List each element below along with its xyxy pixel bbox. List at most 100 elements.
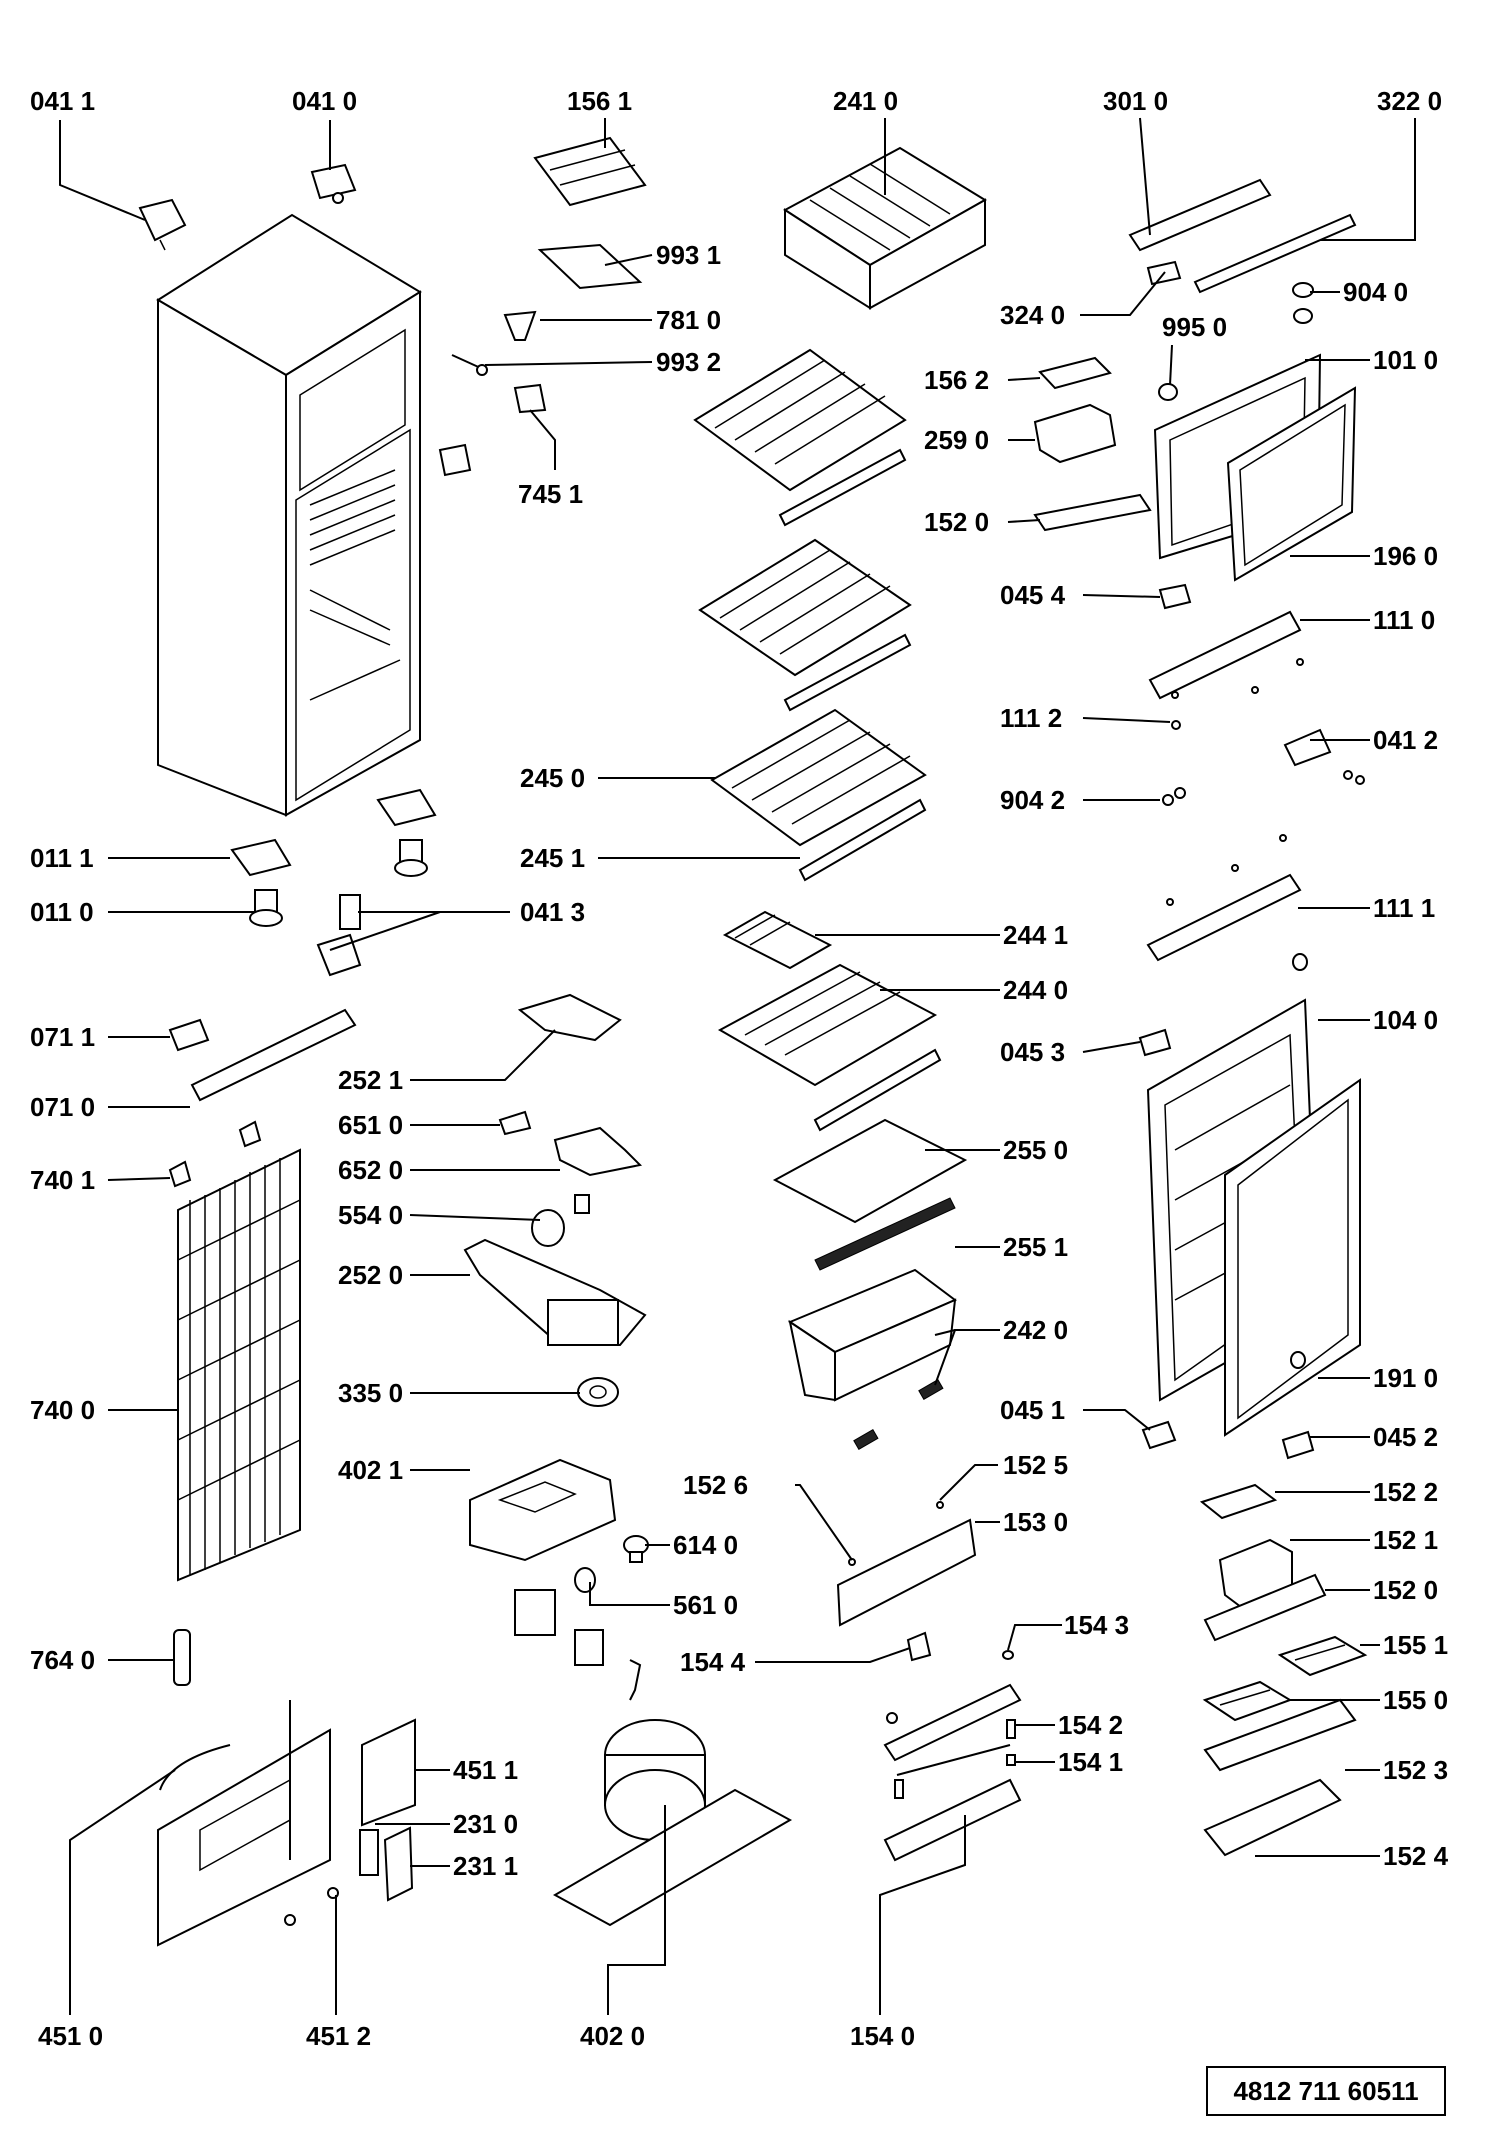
- label-7810: 781 0: [656, 305, 721, 335]
- wire-shelf-1: [693, 348, 907, 527]
- box-2590: [1033, 403, 1117, 464]
- label-0110: 011 0: [30, 897, 94, 927]
- leader-lines: [59, 117, 1416, 2015]
- bin-1524: [1203, 1778, 1342, 1857]
- label-1112: 111 2: [1000, 703, 1062, 733]
- label-4020: 402 0: [580, 2021, 645, 2051]
- trim-1111: [1146, 834, 1302, 962]
- lid-1522: [1199, 1483, 1278, 1520]
- shelf-rail-3010: [1128, 178, 1272, 252]
- label-3220: 322 0: [1377, 86, 1442, 116]
- label-6520: 652 0: [338, 1155, 403, 1185]
- screw-1910: [1290, 1351, 1306, 1369]
- label-1542: 154 2: [1058, 1710, 1123, 1740]
- part-0452: [1281, 1430, 1315, 1460]
- egg-tray-1550: [1202, 1680, 1293, 1722]
- filter-7640: [173, 1629, 191, 1686]
- crisper-drawer-2420: [787, 1268, 957, 1451]
- label-1525: 152 5: [1003, 1450, 1068, 1480]
- part-6140: [623, 1535, 649, 1563]
- label-6140: 614 0: [673, 1530, 738, 1560]
- label-1530: 153 0: [1003, 1507, 1068, 1537]
- label-2410: 241 0: [833, 86, 898, 116]
- label-9042: 904 2: [1000, 785, 1065, 815]
- foot-0110-right: [394, 839, 428, 877]
- label-1562: 156 2: [924, 365, 989, 395]
- label-1110: 111 0: [1373, 605, 1435, 635]
- label-2551: 255 1: [1003, 1232, 1068, 1262]
- label-0451: 045 1: [1000, 1395, 1065, 1425]
- label-1541: 154 1: [1058, 1747, 1123, 1777]
- label-1522: 152 2: [1373, 1477, 1438, 1507]
- part-5610: [574, 1567, 596, 1593]
- label-2590: 259 0: [924, 425, 989, 455]
- rail-1540-detail: [894, 1744, 1011, 1799]
- label-1561: 156 1: [567, 86, 632, 116]
- label-1543: 154 3: [1064, 1610, 1129, 1640]
- hinge-0454: [1158, 583, 1192, 610]
- label-9950: 995 0: [1162, 312, 1227, 342]
- label-1520a: 152 0: [924, 507, 989, 537]
- part-misc-cab: [438, 443, 472, 477]
- part-6510: [498, 1110, 532, 1136]
- part-7810: [503, 310, 537, 341]
- label-2450: 245 0: [520, 763, 585, 793]
- part-9931: [537, 243, 643, 290]
- label-2550: 255 0: [1003, 1135, 1068, 1165]
- screw-1111: [1292, 953, 1308, 971]
- clip-0711: [168, 1018, 210, 1052]
- label-5540: 554 0: [338, 1200, 403, 1230]
- label-4511: 451 1: [453, 1755, 518, 1785]
- part-2521: [517, 993, 622, 1042]
- wire-shelf-2: [698, 538, 912, 712]
- label-0453: 045 3: [1000, 1037, 1065, 1067]
- label-1910: 191 0: [1373, 1363, 1438, 1393]
- part-6520: [553, 1126, 643, 1177]
- label-1544: 154 4: [680, 1647, 746, 1677]
- plate-4511: [361, 1718, 416, 1827]
- label-6510: 651 0: [338, 1110, 403, 1140]
- label-7401: 740 1: [30, 1165, 95, 1195]
- label-3010: 301 0: [1103, 86, 1168, 116]
- label-2440: 244 0: [1003, 975, 1068, 1005]
- label-2520: 252 0: [338, 1260, 403, 1290]
- foot-0110: [249, 889, 283, 927]
- condenser-7400: [177, 1148, 301, 1582]
- lid-1562: [1038, 356, 1112, 390]
- screw-9042: [1162, 787, 1186, 806]
- cover-1530: [836, 1518, 977, 1627]
- door-bin-upper: [883, 1683, 1022, 1762]
- part-1112: [1171, 720, 1181, 730]
- freezer-door-1010: [1153, 353, 1357, 582]
- door-bar-1520-lower: [1203, 1573, 1327, 1642]
- label-2310: 231 0: [453, 1809, 518, 1839]
- part-4512: [284, 1887, 339, 1926]
- label-3350: 335 0: [338, 1378, 403, 1408]
- label-4021: 402 1: [338, 1455, 403, 1485]
- label-7451: 745 1: [518, 479, 583, 509]
- part-5540: [531, 1194, 590, 1247]
- freezer-shelf-2410: [783, 146, 987, 310]
- egg-tray-1551: [1277, 1635, 1368, 1677]
- cover-4021: [469, 1458, 617, 1562]
- label-5610: 561 0: [673, 1590, 738, 1620]
- label-1524: 152 4: [1383, 1841, 1449, 1871]
- label-1540: 154 0: [850, 2021, 915, 2051]
- rail-3220: [1193, 213, 1357, 294]
- part-1542: [1006, 1719, 1016, 1739]
- label-0111: 011 1: [30, 843, 94, 873]
- shelf-2441: [722, 910, 833, 970]
- label-2521: 252 1: [338, 1065, 403, 1095]
- label-7400: 740 0: [30, 1395, 95, 1425]
- label-9040: 904 0: [1343, 277, 1408, 307]
- bin-1523: [1203, 1698, 1357, 1772]
- label-1040: 104 0: [1373, 1005, 1438, 1035]
- plate-4510: [157, 1700, 331, 1947]
- part-9932: [451, 354, 488, 376]
- part-7451: [513, 383, 547, 414]
- label-1521: 152 1: [1373, 1525, 1438, 1555]
- part-3350: [577, 1377, 619, 1407]
- part-0451: [1141, 1420, 1177, 1450]
- label-7640: 764 0: [30, 1645, 95, 1675]
- hinge-0410: [310, 163, 357, 204]
